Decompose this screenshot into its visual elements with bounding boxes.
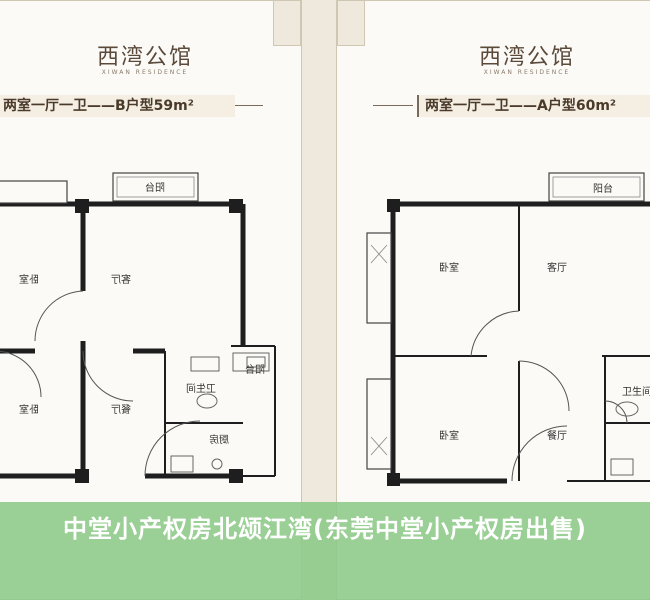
room-label-bedroom-top: 卧室 [19, 273, 39, 286]
floor-plan-b-drawing: 卧室 客厅 卧室 餐厅 阳台 卫生间 阳台 厨房 [0, 172, 276, 483]
room-label-kitchen: 厨房 [209, 433, 229, 446]
brand-subtitle: XIWAN RESIDENCE [483, 69, 571, 76]
room-label-living: 客厅 [111, 273, 131, 286]
floor-plan-b-sheet: 西湾公馆 XIWAN RESIDENCE 两室一厅一卫——B户型59m² [0, 0, 302, 600]
brand-logo-text: 西湾公馆 [96, 45, 193, 70]
sheet-corner-notch [337, 1, 365, 46]
room-label-dining: 餐厅 [111, 403, 131, 416]
sheet-corner-notch [273, 1, 301, 46]
caption-bar [0, 502, 650, 600]
banner-rule [235, 105, 263, 106]
brand-subtitle: XIWAN RESIDENCE [101, 69, 189, 76]
banner-rule [373, 105, 413, 106]
room-label-utility: 阳台 [245, 363, 265, 376]
caption-title: 中堂小产权房北颂江湾(东莞中堂小产权房出售) [63, 515, 587, 543]
room-label-bedroom-top: 卧室 [439, 261, 459, 274]
room-label-bedroom-bottom: 卧室 [439, 429, 459, 442]
room-label-living: 客厅 [547, 261, 567, 274]
unit-title-banner: 两室一厅一卫——B户型59m² [0, 95, 235, 117]
room-label-balcony: 阳台 [145, 181, 165, 194]
room-label-bedroom-bottom: 卧室 [19, 403, 39, 416]
floor-plan-a-drawing: 阳台 卧室 客厅 卧室 餐厅 卫生间 [366, 172, 650, 486]
room-label-bathroom: 卫生间 [186, 382, 216, 395]
room-label-bathroom: 卫生间 [622, 385, 650, 398]
floor-plan-a-sheet: 西湾公馆 XIWAN RESIDENCE 两室一厅一卫——A户型60m² [336, 0, 650, 600]
brand-logo-text: 西湾公馆 [478, 45, 575, 70]
room-label-dining: 餐厅 [547, 429, 567, 442]
room-label-balcony: 阳台 [593, 182, 613, 195]
unit-title-banner: 两室一厅一卫——A户型60m² [417, 95, 650, 117]
